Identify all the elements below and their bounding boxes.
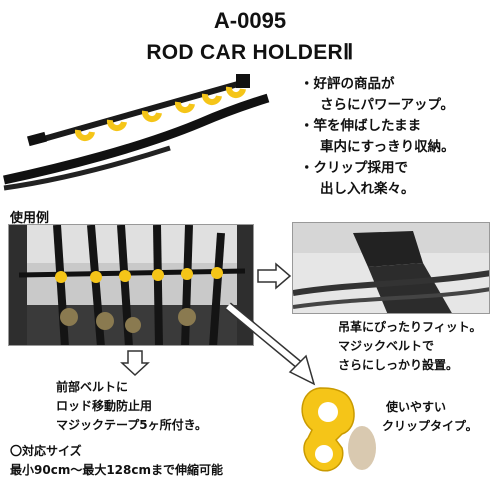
usage-photo: [8, 224, 254, 346]
feature-2: ・竿を伸ばしたまま 車内にすっきり収納。: [300, 118, 455, 155]
clip-image: [301, 387, 376, 472]
product-title: ROD CAR HOLDERⅡ: [146, 41, 354, 64]
clip-row: [74, 86, 246, 142]
arrow-down-icon: [120, 350, 150, 377]
arrow-right-icon: [257, 262, 292, 290]
arrow-diagonal-icon: [225, 302, 316, 386]
feature-list: ・好評の商品が さらにパワーアップ。 ・竿を伸ばしたまま 車内にすっきり収納。 …: [300, 74, 455, 200]
strap-band: [3, 93, 270, 185]
size-info: 〇対応サイズ 最小90cm～最大128cmまで伸縮可能: [10, 442, 223, 480]
front-belt-note: 前部ベルトに ロッド移動防止用 マジックテープ5ヶ所付き。: [56, 380, 208, 432]
product-code: A-0095: [213, 8, 287, 33]
size-range: 最小90cm～最大128cmまで伸縮可能: [10, 463, 223, 477]
example-label: 使用例: [10, 211, 50, 226]
feature-1: ・好評の商品が さらにパワーアップ。: [300, 76, 455, 113]
feature-3: ・クリップ採用で 出し入れ楽々。: [300, 160, 415, 197]
strap-note: 吊革にぴったりフィット。 マジックベルトで さらにしっかり設置。: [338, 320, 482, 372]
product-image: [3, 74, 270, 191]
clip-note: 使いやすい クリップタイプ。: [382, 400, 478, 433]
strap-photo: [292, 222, 490, 314]
size-heading: 〇対応サイズ: [10, 444, 82, 458]
